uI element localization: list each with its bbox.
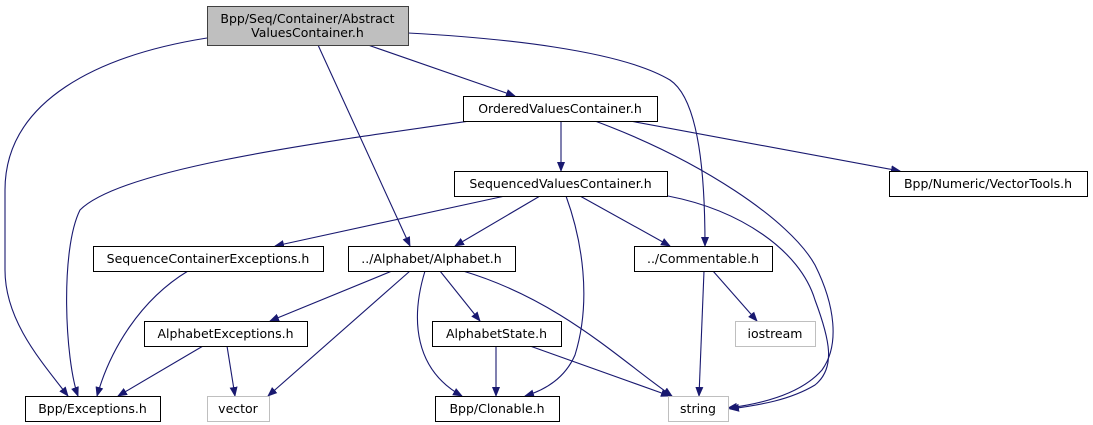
node-label: Bpp/Clonable.h — [449, 401, 544, 416]
node-box — [454, 171, 668, 197]
edge-abstract-to-exceptions — [4, 37, 208, 397]
edge-sequenced-to-string — [667, 195, 830, 412]
node-alphabet[interactable]: ../Alphabet/Alphabet.h — [348, 246, 516, 272]
node-box — [207, 396, 270, 422]
node-label: Bpp/Numeric/VectorTools.h — [904, 176, 1072, 191]
node-iostream: iostream — [735, 321, 816, 347]
edge-ordered-to-string — [594, 120, 834, 411]
node-seqcontexc[interactable]: SequenceContainerExceptions.h — [93, 246, 324, 272]
node-abstract: Bpp/Seq/Container/AbstractValuesContaine… — [207, 6, 409, 46]
node-label: OrderedValuesContainer.h — [478, 101, 642, 116]
edge-alphstate-to-string — [529, 345, 671, 397]
node-label: vector — [218, 401, 259, 416]
edge-alphabet-to-clonable — [416, 270, 463, 397]
node-box — [207, 6, 409, 46]
edge-sequenced-to-seqcontexc — [274, 195, 506, 248]
node-label: AlphabetState.h — [446, 326, 547, 341]
node-label: SequencedValuesContainer.h — [469, 176, 651, 191]
node-box — [93, 246, 324, 272]
node-label: string — [680, 401, 716, 416]
node-string: string — [668, 396, 729, 422]
node-box — [435, 396, 560, 422]
node-label: ../Commentable.h — [647, 251, 759, 266]
node-commentable[interactable]: ../Commentable.h — [634, 246, 773, 272]
edge-abstract-to-commentable — [407, 32, 709, 247]
edge-seqcontexc-to-exceptions — [95, 270, 189, 397]
edge-alphabet-to-string — [462, 270, 673, 397]
node-box — [144, 321, 308, 347]
edge-commentable-to-string — [695, 270, 705, 397]
node-label: ValuesContainer.h — [251, 25, 364, 40]
edge-alphabet-to-alphexc — [269, 270, 393, 322]
edge-alphexc-to-exceptions — [117, 345, 204, 397]
node-label: Bpp/Seq/Container/Abstract — [220, 11, 394, 26]
node-vector: vector — [207, 396, 270, 422]
node-alphstate[interactable]: AlphabetState.h — [432, 321, 562, 347]
edge-commentable-to-iostream — [712, 270, 758, 322]
node-sequenced[interactable]: SequencedValuesContainer.h — [454, 171, 668, 197]
node-vectortools[interactable]: Bpp/Numeric/VectorTools.h — [889, 171, 1088, 197]
node-label: ../Alphabet/Alphabet.h — [361, 251, 501, 266]
edge-ordered-to-exceptions — [66, 120, 471, 397]
edge-ordered-to-vectortools — [629, 120, 901, 174]
edge-alphabet-to-vector — [267, 270, 411, 397]
node-clonable[interactable]: Bpp/Clonable.h — [435, 396, 560, 422]
edge-alphabet-to-alphstate — [439, 270, 481, 322]
node-alphexc[interactable]: AlphabetExceptions.h — [144, 321, 308, 347]
node-ordered[interactable]: OrderedValuesContainer.h — [463, 96, 658, 122]
node-label: Bpp/Exceptions.h — [38, 401, 147, 416]
edge-alphexc-to-vector — [226, 345, 238, 397]
node-label: AlphabetExceptions.h — [158, 326, 294, 341]
node-box — [668, 396, 729, 422]
node-box — [634, 246, 773, 272]
node-box — [25, 396, 161, 422]
node-exceptions[interactable]: Bpp/Exceptions.h — [25, 396, 161, 422]
edge-sequenced-to-commentable — [579, 195, 671, 247]
node-box — [735, 321, 816, 347]
edge-sequenced-to-clonable — [524, 195, 585, 398]
node-label: iostream — [748, 326, 803, 341]
edge-abstract-to-ordered — [367, 44, 516, 97]
node-box — [432, 321, 562, 347]
edge-abstract-to-alphabet — [317, 44, 411, 247]
node-box — [889, 171, 1088, 197]
node-box — [463, 96, 658, 122]
edge-sequenced-to-alphabet — [454, 195, 541, 247]
node-label: SequenceContainerExceptions.h — [107, 251, 310, 266]
node-box — [348, 246, 516, 272]
